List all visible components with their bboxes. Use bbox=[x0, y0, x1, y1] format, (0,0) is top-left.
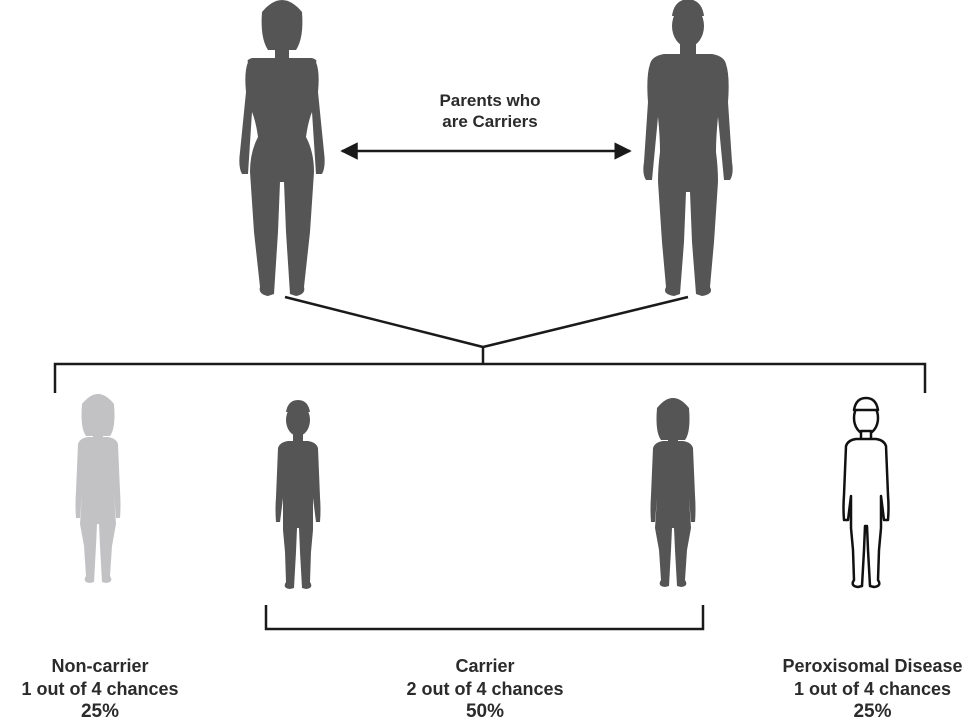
mother-figure bbox=[239, 0, 324, 296]
noncarrier-outcome-label: Non-carrier 1 out of 4 chances 25% bbox=[0, 655, 205, 724]
carrier-bracket bbox=[266, 605, 703, 629]
father-figure bbox=[643, 0, 732, 296]
outcome-percent: 50% bbox=[380, 700, 590, 724]
carrier-child-girl-figure bbox=[651, 398, 696, 587]
outcome-percent: 25% bbox=[760, 700, 977, 724]
outcome-chances: 1 out of 4 chances bbox=[760, 678, 977, 701]
mother-connector-line bbox=[285, 297, 483, 347]
outcome-chances: 1 out of 4 chances bbox=[0, 678, 205, 701]
noncarrier-child-figure bbox=[76, 394, 121, 583]
outcome-title: Carrier bbox=[380, 655, 590, 678]
parents-label-line1: Parents who bbox=[390, 90, 590, 111]
outcome-title: Peroxisomal Disease bbox=[760, 655, 977, 678]
disease-outcome-label: Peroxisomal Disease 1 out of 4 chances 2… bbox=[760, 655, 977, 724]
children-bracket bbox=[55, 364, 925, 393]
outcome-chances: 2 out of 4 chances bbox=[380, 678, 590, 701]
disease-child-figure bbox=[844, 398, 889, 587]
parents-label: Parents who are Carriers bbox=[390, 90, 590, 133]
father-connector-line bbox=[483, 297, 688, 347]
outcome-title: Non-carrier bbox=[0, 655, 205, 678]
outcome-percent: 25% bbox=[0, 700, 205, 724]
carrier-child-boy-figure bbox=[276, 400, 321, 589]
carrier-outcome-label: Carrier 2 out of 4 chances 50% bbox=[380, 655, 590, 724]
parents-label-line2: are Carriers bbox=[390, 111, 590, 132]
